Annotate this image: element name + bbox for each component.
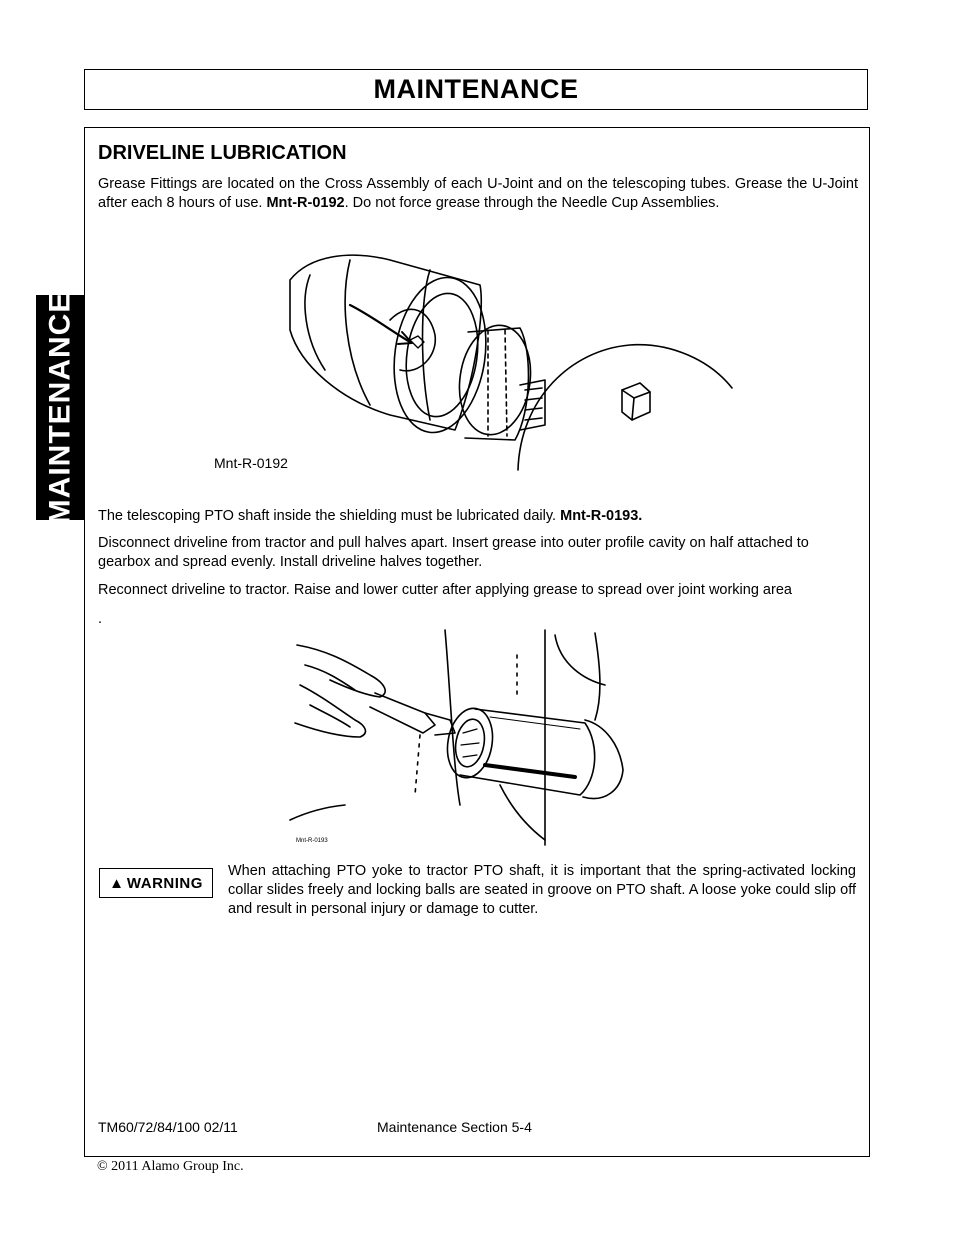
copyright: © 2011 Alamo Group Inc. (97, 1159, 244, 1174)
section-heading: DRIVELINE LUBRICATION (98, 142, 347, 164)
intro-text: Grease Fittings are located on the Cross… (98, 176, 858, 211)
stray-period: . (98, 611, 103, 627)
disconnect-paragraph: Disconnect driveline from tractor and pu… (98, 535, 809, 570)
u-joint-illustration (270, 240, 740, 475)
telescoping-figure-ref: Mnt-R-0193. (560, 508, 643, 524)
grease-gun-illustration (285, 625, 635, 850)
content-frame (84, 127, 870, 1157)
warning-badge: ▲ WARNING (99, 868, 213, 898)
warning-text: When attaching PTO yoke to tractor PTO s… (228, 863, 856, 917)
telescoping-paragraph: The telescoping PTO shaft inside the shi… (98, 507, 858, 526)
intro-text-end: . Do not force grease through the Needle… (344, 194, 720, 211)
figure1-label: Mnt-R-0192 (214, 455, 288, 471)
page-title: MAINTENANCE (373, 74, 579, 104)
figure2-label: Mnt-R-0193 (296, 838, 328, 844)
reconnect-paragraph: Reconnect driveline to tractor. Raise an… (98, 582, 792, 598)
intro-paragraph: Grease Fittings are located on the Cross… (98, 175, 858, 212)
warning-triangle-icon: ▲ (109, 874, 124, 892)
side-tab: MAINTENANCE (36, 291, 84, 524)
intro-figure-ref: Mnt-R-0192 (266, 194, 345, 211)
page-header: MAINTENANCE (84, 69, 868, 110)
footer-section: Maintenance Section 5-4 (377, 1119, 532, 1135)
footer-model: TM60/72/84/100 02/11 (98, 1119, 238, 1135)
telescoping-text: The telescoping PTO shaft inside the shi… (98, 508, 561, 524)
side-tab-label: MAINTENANCE (43, 291, 77, 524)
warning-label: WARNING (126, 874, 203, 892)
